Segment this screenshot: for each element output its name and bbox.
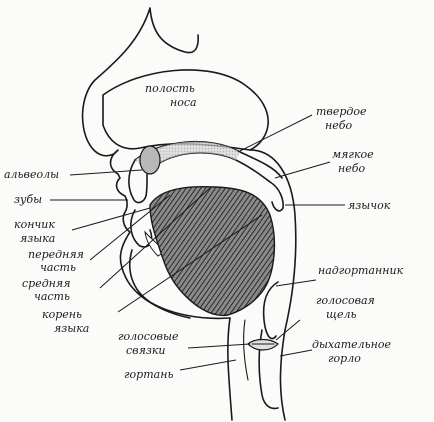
leader-windpipe [279, 349, 313, 357]
tongue [149, 185, 276, 317]
label-front-part-1: передняя [28, 248, 84, 261]
label-vocal-cords-2: связки [126, 344, 166, 357]
label-hard-palate-1: твердое [316, 105, 367, 118]
leader-glottis [275, 319, 301, 341]
label-glottis-1: голосовая [316, 294, 375, 307]
label-soft-palate-1: мягкое [332, 148, 374, 161]
label-tongue-tip-1: кончик [14, 218, 55, 231]
label-front-part-2: часть [40, 261, 76, 274]
leader-tongue-root [117, 214, 263, 313]
label-alveoli: альвеолы [4, 168, 59, 181]
upper-tooth [128, 159, 149, 204]
face-profile [81, 7, 199, 319]
epiglottis [262, 281, 279, 340]
label-hard-palate-2: небо [325, 119, 352, 132]
label-tongue-tip-2: языка [20, 232, 55, 245]
leader-alveoli [69, 169, 143, 176]
label-middle-part-2: часть [34, 290, 70, 303]
label-nasal-cavity-2: носа [170, 96, 197, 109]
uvula [269, 181, 284, 212]
leader-larynx [179, 359, 237, 371]
label-vocal-cords-1: голосовые [118, 330, 179, 343]
leader-lines [50, 114, 345, 371]
label-tongue-root-2: языка [54, 322, 89, 335]
label-nasal-cavity-1: полость [145, 82, 195, 95]
leader-hard-palate [237, 114, 313, 153]
leader-tongue-tip [71, 207, 151, 231]
pharynx-wall [249, 149, 297, 421]
label-glottis-2: щель [326, 308, 357, 321]
alveolar-ridge [139, 145, 161, 175]
leader-front-part [89, 194, 171, 261]
label-larynx: гортань [124, 368, 173, 381]
label-windpipe-1: дыхательное [312, 338, 391, 351]
lower-jaw [128, 249, 231, 320]
leader-middle-part [99, 187, 211, 289]
nasal-cavity-outline [102, 69, 269, 151]
vocal-cords [247, 338, 279, 351]
trachea-front [227, 317, 233, 421]
label-teeth: зубы [14, 193, 42, 206]
leader-epiglottis [275, 279, 317, 287]
label-uvula: язычок [348, 199, 391, 212]
label-windpipe-2: горло [328, 352, 361, 365]
label-epiglottis: надгортанник [318, 264, 404, 277]
label-tongue-root-1: корень [42, 308, 82, 321]
leader-soft-palate [274, 161, 331, 179]
label-middle-part-1: средняя [22, 277, 71, 290]
larynx-wall [243, 319, 249, 381]
leader-vocal-cords [187, 343, 251, 349]
label-soft-palate-2: небо [338, 162, 365, 175]
